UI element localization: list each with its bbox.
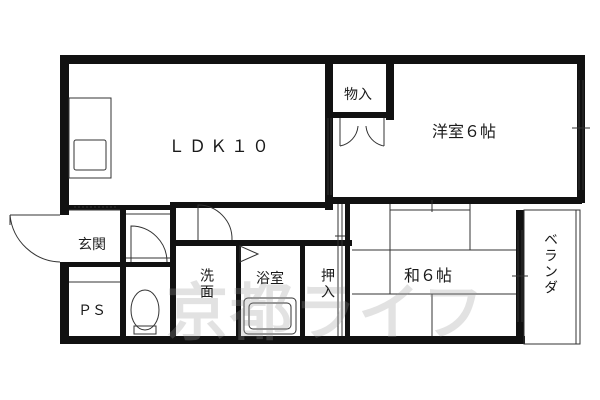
room-label-storage: 物入 (344, 87, 372, 103)
watermark: 京都ライフ (166, 276, 487, 349)
interior-walls (60, 60, 582, 340)
outer-walls (60, 55, 585, 344)
room-label-japanese: 和６帖 (404, 266, 453, 285)
room-label-washroom: 洗面 (198, 268, 214, 300)
room-label-bathroom: 浴室 (256, 271, 284, 287)
room-label-closet: 押入 (319, 268, 335, 300)
room-label-balcony: ベランダ (542, 232, 558, 296)
room-label-western: 洋室６帖 (432, 122, 497, 141)
detail-lines (9, 80, 590, 345)
room-label-ldk: ＬＤＫ１０ (168, 137, 273, 157)
room-label-entrance: 玄関 (78, 237, 106, 253)
room-label-pipe-space: ＰＳ (78, 303, 106, 319)
